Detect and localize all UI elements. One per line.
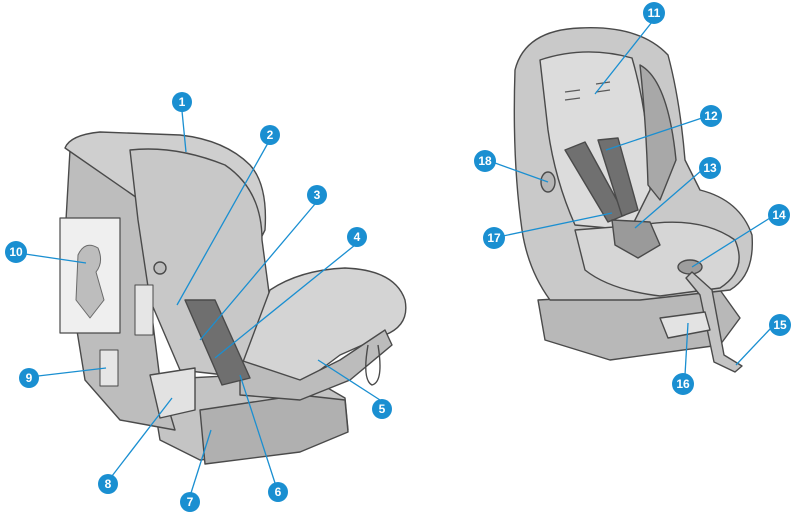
callout-6-label: 6	[275, 485, 282, 499]
callout-2-label: 2	[267, 128, 274, 142]
callout-7: 7	[180, 492, 200, 512]
right-seat-adjuster	[678, 260, 702, 274]
callout-15: 15	[769, 314, 791, 336]
callout-16: 16	[672, 373, 694, 395]
callout-12: 12	[700, 105, 722, 127]
callout-14-label: 14	[772, 208, 786, 222]
right-car-seat	[514, 28, 752, 372]
callout-2: 2	[260, 125, 280, 145]
callout-16-label: 16	[676, 377, 690, 391]
left-seat-knob	[154, 262, 166, 274]
callout-17-label: 17	[487, 231, 501, 245]
callout-8: 8	[98, 474, 118, 494]
callout-1-label: 1	[179, 95, 186, 109]
callout-4: 4	[347, 227, 367, 247]
callout-1: 1	[172, 92, 192, 112]
callout-7-label: 7	[187, 495, 194, 509]
callout-5: 5	[372, 399, 392, 419]
callout-3: 3	[307, 185, 327, 205]
callout-3-label: 3	[314, 188, 321, 202]
left-car-seat	[60, 132, 406, 464]
callout-9-label: 9	[26, 371, 33, 385]
callout-12-label: 12	[704, 109, 718, 123]
callout-11: 11	[643, 2, 665, 24]
left-seat-side-panel	[135, 285, 153, 335]
callout-13-label: 13	[703, 161, 717, 175]
callout-17: 17	[483, 227, 505, 249]
callout-8-label: 8	[105, 477, 112, 491]
callout-10-label: 10	[9, 245, 23, 259]
callout-14: 14	[768, 204, 790, 226]
callout-18: 18	[474, 150, 496, 172]
callout-13: 13	[699, 157, 721, 179]
callout-11-label: 11	[648, 6, 661, 20]
callout-18-label: 18	[478, 154, 492, 168]
callout-4-label: 4	[354, 230, 361, 244]
callout-5-label: 5	[379, 402, 386, 416]
callout-15-label: 15	[773, 318, 787, 332]
callout-6: 6	[268, 482, 288, 502]
leader-15	[736, 328, 771, 365]
callout-10: 10	[5, 241, 27, 263]
callout-9: 9	[19, 368, 39, 388]
